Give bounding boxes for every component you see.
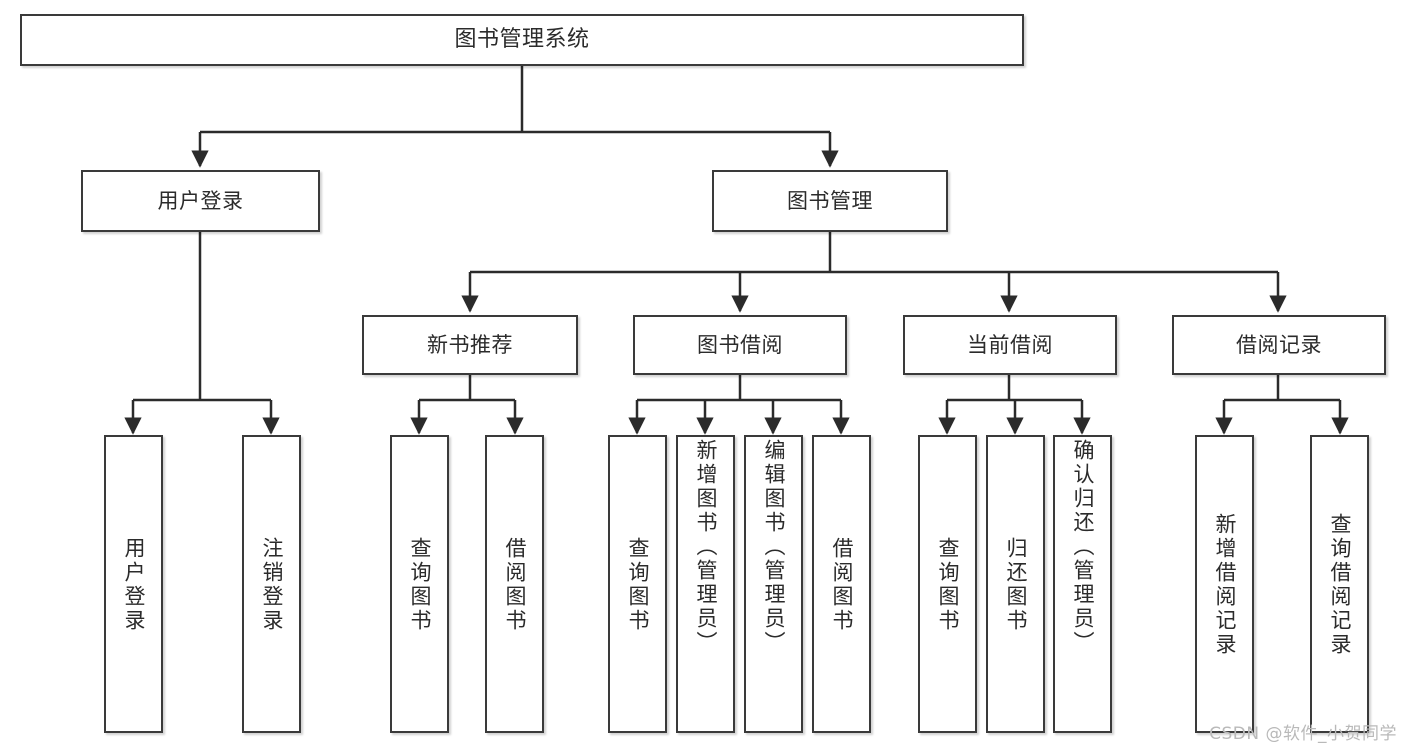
node-label: 查询图书 — [936, 537, 960, 633]
node-new-book-recommend[interactable]: 新书推荐 — [362, 315, 578, 375]
node-label: 当前借阅 — [967, 332, 1053, 357]
node-label: 确认归还（管理员） — [1071, 439, 1095, 655]
node-user-login[interactable]: 用户登录 — [81, 170, 320, 232]
node-label: 查询图书 — [408, 537, 432, 633]
node-book-borrow[interactable]: 图书借阅 — [633, 315, 847, 375]
node-label: 编辑图书（管理员） — [762, 439, 786, 655]
node-label: 新增图书（管理员） — [694, 439, 718, 655]
node-label: 图书管理 — [787, 188, 873, 213]
node-label: 新书推荐 — [427, 332, 513, 357]
node-borrow-record[interactable]: 借阅记录 — [1172, 315, 1386, 375]
leaf-current-borrow-return-book[interactable]: 归还图书 — [986, 435, 1045, 733]
node-book-management[interactable]: 图书管理 — [712, 170, 948, 232]
node-root-book-management-system[interactable]: 图书管理系统 — [20, 14, 1024, 66]
node-label: 图书借阅 — [697, 332, 783, 357]
leaf-book-borrow-query-book[interactable]: 查询图书 — [608, 435, 667, 733]
leaf-new-book-borrow-book[interactable]: 借阅图书 — [485, 435, 544, 733]
node-label: 用户登录 — [157, 188, 244, 213]
leaf-book-borrow-edit-book-admin[interactable]: 编辑图书（管理员） — [744, 435, 803, 733]
leaf-user-login-login[interactable]: 用户登录 — [104, 435, 163, 733]
leaf-book-borrow-add-book-admin[interactable]: 新增图书（管理员） — [676, 435, 735, 733]
node-label: 借阅图书 — [503, 537, 527, 633]
leaf-new-book-query-book[interactable]: 查询图书 — [390, 435, 449, 733]
node-label: 借阅图书 — [830, 537, 854, 633]
leaf-current-borrow-query-book[interactable]: 查询图书 — [918, 435, 977, 733]
leaf-borrow-record-add-record[interactable]: 新增借阅记录 — [1195, 435, 1254, 733]
node-label: 图书管理系统 — [454, 27, 590, 53]
leaf-current-borrow-confirm-return-admin[interactable]: 确认归还（管理员） — [1053, 435, 1112, 733]
node-label: 用户登录 — [122, 537, 146, 633]
node-label: 查询图书 — [626, 537, 650, 633]
csdn-watermark: CSDN @软件_小贺同学 — [1209, 724, 1397, 744]
node-label: 查询借阅记录 — [1328, 513, 1352, 657]
node-label: 注销登录 — [260, 537, 284, 633]
leaf-borrow-record-query-record[interactable]: 查询借阅记录 — [1310, 435, 1369, 733]
node-current-borrow[interactable]: 当前借阅 — [903, 315, 1117, 375]
node-label: 归还图书 — [1004, 537, 1028, 633]
leaf-book-borrow-borrow-book[interactable]: 借阅图书 — [812, 435, 871, 733]
node-label: 新增借阅记录 — [1213, 513, 1237, 657]
leaf-user-login-logout[interactable]: 注销登录 — [242, 435, 301, 733]
node-label: 借阅记录 — [1236, 332, 1322, 357]
